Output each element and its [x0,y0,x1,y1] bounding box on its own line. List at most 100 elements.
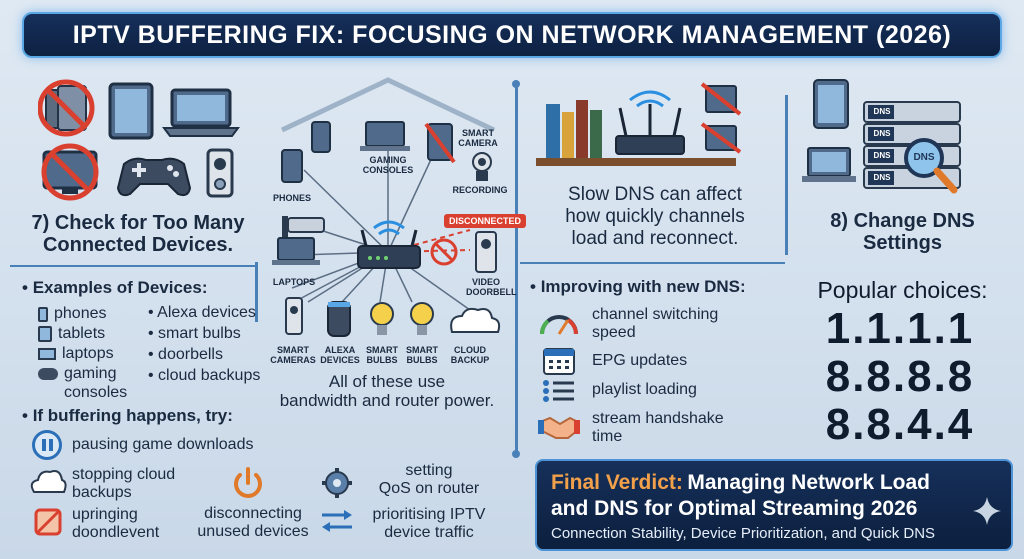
magnifier-label: DNS [913,152,935,163]
label-laptops: LAPTOPS [272,277,316,287]
divider-dot [512,80,520,88]
alexa-icon [327,301,351,337]
improving-epg: EPG updates [592,352,688,369]
item-label: gaming [64,365,117,382]
label-gaming: GAMING CONSOLES [358,155,418,175]
section7-title: 7) Check for Too Many Connected Devices. [18,212,258,256]
verdict-subtitle: Connection Stability, Device Prioritizat… [551,525,936,542]
dns-server-2: 8.8.8.8 [825,352,975,401]
examples-right-list: Alexa devices smart bulbs doorbells clou… [148,304,278,388]
router-icon [615,90,685,155]
badge-text: DISCONNECTED [444,214,527,228]
try-item-disconnect: disconnecting unused devices [192,505,314,541]
divider-dot [512,450,520,458]
label-recording: RECORDING [452,185,508,195]
improving-title: Improving with new DNS: [530,277,746,297]
try-item-upringing: upringing doondlevent [72,506,159,542]
slow-dns-note: Slow DNS can affect how quickly channels… [530,184,780,250]
label-line: BACKUP [450,355,490,365]
gamepad-icon [38,368,58,380]
list-icon [543,380,574,402]
title-line: Connected Devices. [42,234,234,256]
gamepad-icon [116,157,192,197]
section8-title: 8) Change DNS Settings [790,210,1015,254]
phone-icon [311,121,331,153]
item-line: stream handshake [592,410,724,427]
blocked-devices-icon [700,82,742,154]
left-hline [10,265,255,267]
title-line: Settings [863,232,942,254]
laptop-icon [365,121,405,147]
right-divider [785,95,788,255]
try-item-cloud: stopping cloud backups [72,466,175,502]
label-video-doorbell: VIDEO DOORBELL [466,277,517,297]
note-line: All of these use [328,372,446,391]
item-line: disconnecting [204,505,302,522]
label-line: CAMERAS [270,355,316,365]
server-label: DNS [873,129,891,138]
examples-title: Examples of Devices: [22,278,208,298]
blocked-device-icon [430,238,458,266]
laptop-icon [802,147,856,182]
label-bulbs-1: SMART BULBS [362,345,402,365]
server-label: DNS [873,173,891,182]
label-line: CLOUD [454,345,486,355]
label-line: VIDEO [471,277,500,287]
label-bulbs-2: SMART BULBS [402,345,442,365]
list-item: Alexa devices [148,304,278,325]
label-line: DOORBELL [466,287,517,297]
item-line: channel switching [592,306,719,323]
item-line: upringing [72,506,138,523]
label-line: SMART [366,345,398,355]
note-line: how quickly channels [565,206,745,227]
power-icon [234,467,262,498]
server-label: DNS [873,151,891,160]
title-line: 7) Check for Too Many [31,212,245,234]
label-line: CAMERA [458,138,498,148]
label-line: SMART [462,128,494,138]
item-line: QoS on router [378,480,480,497]
left-divider [255,262,258,322]
popular-title: Popular choices: [817,277,988,303]
list-item: smart bulbs [148,325,278,346]
item-label: tablets [58,325,106,342]
verdict-title-line: and DNS for Optimal Streaming 2026 [551,497,918,520]
verdict-title: Final Verdict: Managing Network Load [551,471,997,497]
item-label: laptops [62,345,114,362]
devices-illustration [38,79,240,201]
tablet-icon [813,79,849,129]
item-line: backups [72,484,132,501]
shelf-icon [536,158,736,166]
router-icon [357,220,421,269]
title-line: 8) Change DNS [830,210,975,232]
item-line: doondlevent [72,524,160,541]
item-line: time [592,428,623,445]
speedometer-icon [539,315,578,335]
item-line: device traffic [384,524,474,541]
bandwidth-note: All of these use bandwidth and router po… [262,372,512,410]
security-camera-icon [287,217,325,233]
list-item: phones [38,304,158,324]
sparkle-icon [973,497,1001,525]
label-line: SMART [406,345,438,355]
center-divider [515,85,518,457]
house-diagram [272,77,501,337]
dns-server-1: 1.1.1.1 [825,304,975,353]
label-line: GAMING [369,155,407,165]
laptop-icon [277,237,315,261]
label-line: BULBS [406,355,438,365]
try-item-prioritise: prioritising IPTV device traffic [362,506,496,542]
try-item-pause: pausing game downloads [72,436,254,453]
label-line: CONSOLES [362,165,414,175]
right-hline [520,262,785,264]
item-label: consoles [64,384,128,401]
item-line: stopping cloud [72,466,176,483]
page-title: IPTV BUFFERING FIX: FOCUSING ON NETWORK … [22,12,1002,58]
laptop-icon [162,88,240,137]
final-verdict-box: Final Verdict: Managing Network Load and… [535,459,1013,551]
item-label: phones [54,305,107,322]
item-line: speed [592,324,636,341]
server-label: DNS [873,107,891,116]
gear-icon [322,468,352,498]
note-line: load and reconnect. [571,228,739,249]
